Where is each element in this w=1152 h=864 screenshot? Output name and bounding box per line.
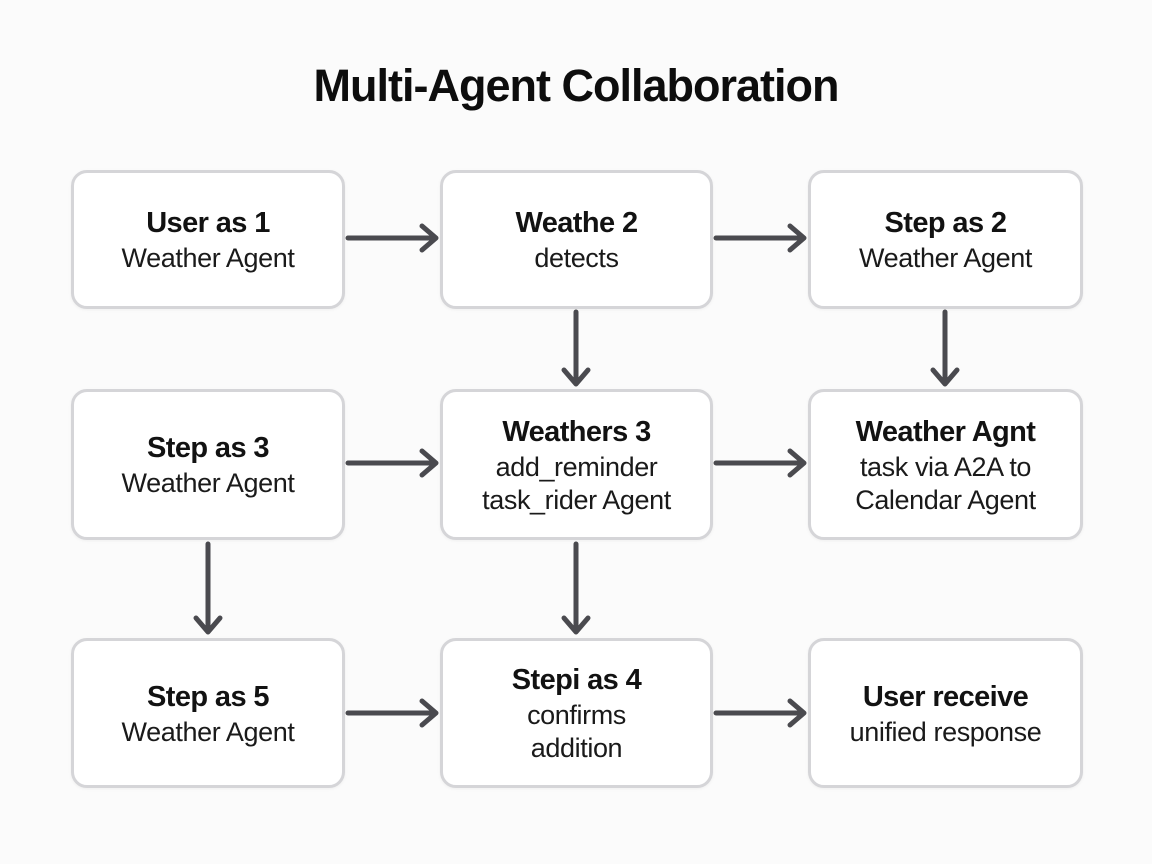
flow-node-confirms-addition: Stepi as 4 confirms addition	[440, 638, 713, 788]
arrow-node2-to-node5	[561, 309, 591, 387]
arrow-node2-to-node3	[713, 223, 807, 253]
flow-node-step-5: Step as 5 Weather Agent	[71, 638, 345, 788]
node-title: User receive	[862, 680, 1029, 713]
arrow-node5-to-node6	[713, 448, 807, 478]
node-text-line: task via A2A to	[859, 451, 1032, 482]
node-text-line: Weather Agent	[121, 468, 295, 498]
flow-node-unified-response: User receive unified response	[808, 638, 1083, 788]
node-title: Stepi as 4	[511, 664, 642, 696]
node-text-line: Weather Agent	[121, 716, 295, 747]
node-text-line: Weather Agent	[121, 243, 295, 273]
node-title: Weathers 3	[502, 415, 651, 448]
arrow-node4-to-node7	[193, 541, 223, 635]
arrow-node5-to-node8	[561, 541, 591, 635]
diagram-title: Multi-Agent Collaboration	[313, 60, 840, 111]
node-text-line: Calendar Agent	[855, 484, 1036, 515]
arrow-node4-to-node5	[345, 448, 439, 478]
node-text-line: unified response	[849, 716, 1042, 747]
flow-node-user-step-1: User as 1 Weather Agent	[71, 170, 345, 309]
node-text-line: detects	[534, 243, 619, 273]
flow-node-a2a-calendar: Weather Agnt task via A2A to Calendar Ag…	[808, 389, 1083, 540]
flow-node-add-reminder: Weathers 3 add_reminder task_rider Agent	[440, 389, 713, 540]
arrow-node7-to-node8	[345, 698, 439, 728]
node-text-line: confirms	[527, 700, 626, 730]
node-text-line: Weather Agent	[859, 243, 1032, 273]
node-text-line: add_reminder	[495, 451, 658, 482]
arrow-node3-to-node6	[930, 309, 960, 387]
node-title: Step as 5	[147, 680, 270, 713]
node-title: Weather Agnt	[855, 415, 1036, 448]
node-text-line: task_rider Agent	[482, 484, 671, 515]
node-title: Weathe 2	[515, 207, 639, 239]
node-title: Step as 3	[147, 432, 270, 464]
flow-node-weather-detects: Weathe 2 detects	[440, 170, 713, 309]
arrow-node8-to-node9	[713, 698, 807, 728]
node-title: User as 1	[146, 207, 270, 239]
flow-node-step-2: Step as 2 Weather Agent	[808, 170, 1083, 309]
node-title: Step as 2	[884, 207, 1008, 239]
node-text-line: addition	[530, 733, 623, 763]
flow-node-step-3: Step as 3 Weather Agent	[71, 389, 345, 540]
arrow-node1-to-node2	[345, 223, 439, 253]
